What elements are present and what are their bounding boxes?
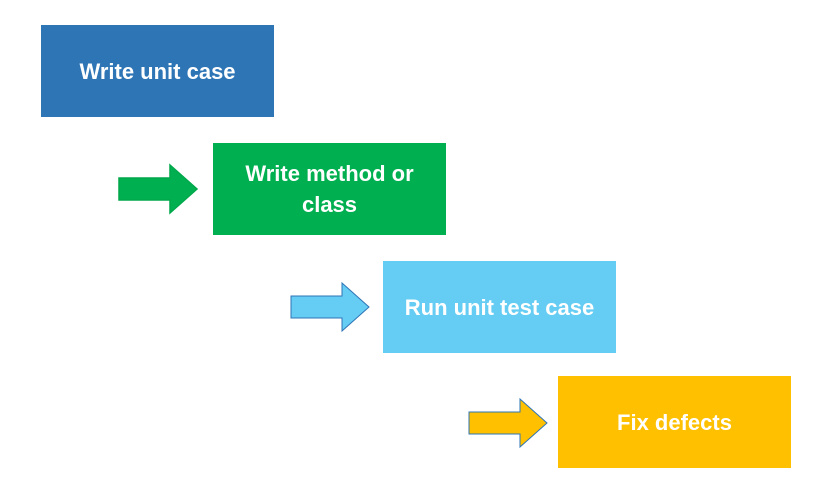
right-arrow-icon [118, 163, 199, 215]
step-run-unit-test-case: Run unit test case [383, 261, 616, 353]
arrow-shape [118, 163, 199, 215]
right-arrow-icon [468, 397, 548, 449]
step-fix-defects: Fix defects [558, 376, 791, 468]
right-arrow-icon [290, 281, 370, 333]
step-write-unit-case: Write unit case [41, 25, 274, 117]
arrow-shape [290, 281, 370, 333]
step-write-method-or-class: Write method or class [213, 143, 446, 235]
arrow-shape [468, 397, 548, 449]
